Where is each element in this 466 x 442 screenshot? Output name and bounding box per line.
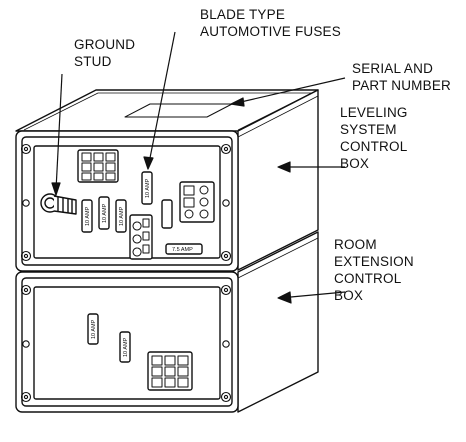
serial-part-number-label: SERIAL AND PART NUMBER	[352, 61, 451, 93]
ground-stud	[40, 193, 77, 215]
lower-connector-9pin	[147, 351, 193, 391]
fuse-label-upper-a: 10 AMP	[85, 206, 91, 226]
lower-fuse-labels: 10 AMP 10 AMP	[91, 319, 129, 357]
fuse-label-lower-b: 10 AMP	[123, 337, 129, 357]
upper-connector-3pin	[129, 214, 153, 260]
room-extension-box-label: ROOM EXTENSION CONTROL BOX	[334, 237, 414, 303]
fuse-label-upper-center: 10 AMP	[145, 178, 151, 198]
upper-connector-9pin	[77, 149, 119, 183]
upper-connector-6pin-right	[179, 181, 215, 223]
leveling-box-label: LEVELING SYSTEM CONTROL BOX	[340, 105, 408, 171]
leader-lines	[51, 31, 346, 304]
fuse-label-upper-c: 10 AMP	[119, 206, 125, 226]
blade-fuses-label: BLADE TYPE AUTOMOTIVE FUSES	[200, 7, 341, 39]
lower-screws	[20, 284, 232, 403]
ground-stud-label: GROUND STUD	[74, 37, 136, 69]
upper-screws	[20, 143, 232, 262]
upper-fuse-labels: 10 AMP 10 AMP 10 AMP 10 AMP 7.5 AMP	[85, 178, 193, 253]
leveling-control-box	[15, 89, 319, 272]
lower-fuses	[87, 313, 131, 363]
fuse-label-upper-wide: 7.5 AMP	[172, 247, 193, 253]
fuse-label-upper-b: 10 AMP	[102, 203, 108, 223]
fuse-label-lower-a: 10 AMP	[91, 319, 97, 339]
upper-fuses	[81, 171, 203, 255]
